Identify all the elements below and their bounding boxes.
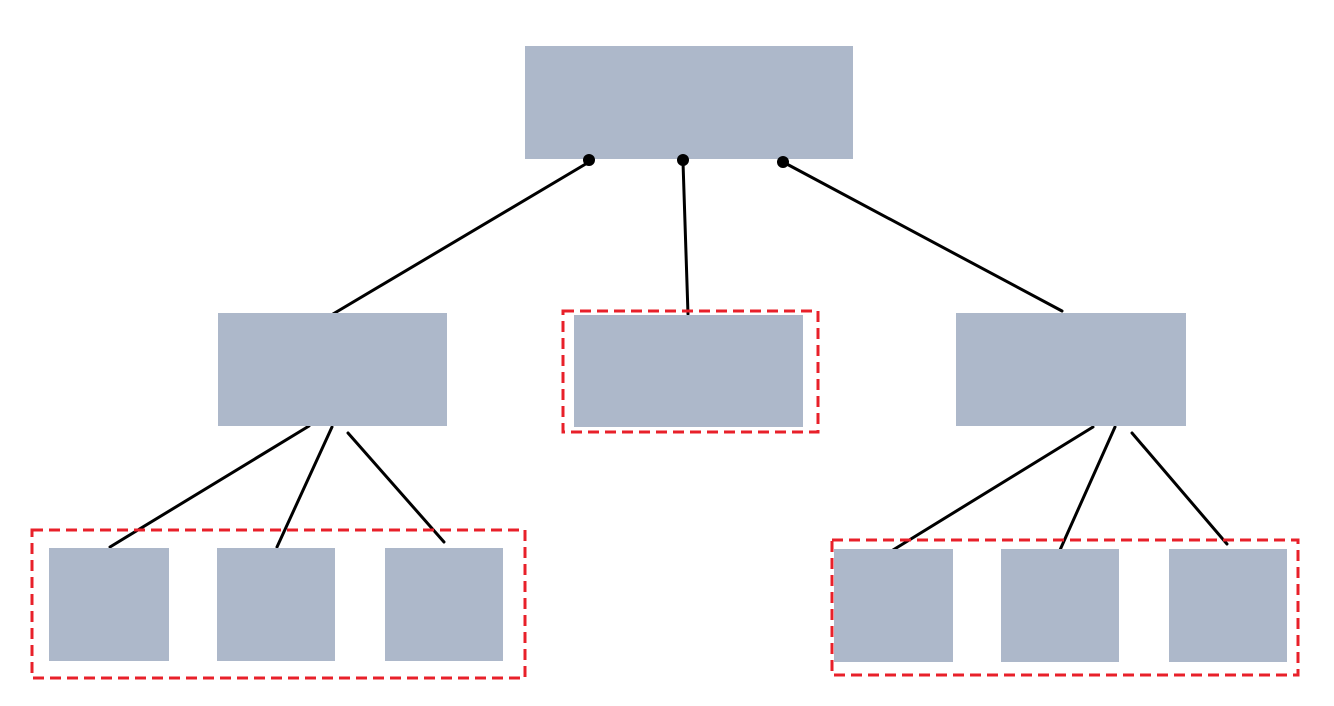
nodes-layer (49, 46, 1287, 662)
anchor-dot-2 (677, 154, 689, 166)
edge-right-child-to-right-leaf-1 (891, 425, 1095, 552)
node-left-child (218, 313, 447, 426)
node-right-leaf-2 (1001, 549, 1119, 662)
node-left-leaf-2 (217, 548, 335, 661)
highlight-middle-child-group (561, 309, 820, 434)
node-left-leaf-3 (385, 548, 503, 661)
edge-right-child-to-right-leaf-2 (1058, 425, 1117, 552)
node-right-leaf-3 (1169, 549, 1287, 662)
edge-root-to-left-child (331, 160, 591, 316)
node-right-child (956, 313, 1186, 426)
highlight-groups-layer (30, 309, 1300, 680)
edge-left-child-to-left-leaf-3 (346, 431, 446, 544)
highlight-left-leaves-group (30, 528, 527, 680)
node-left-leaf-1 (49, 548, 169, 661)
edge-left-child-to-left-leaf-1 (108, 424, 311, 549)
edge-left-child-to-left-leaf-2 (275, 425, 334, 549)
anchor-dot-1 (583, 154, 595, 166)
anchor-dots-layer (583, 154, 789, 168)
edge-root-to-middle-child (681, 160, 690, 316)
edge-right-child-to-right-leaf-3 (1130, 431, 1229, 546)
edge-root-to-right-child (781, 160, 1064, 313)
node-middle-child (574, 315, 803, 427)
node-right-leaf-1 (834, 549, 953, 662)
node-root (525, 46, 853, 159)
anchor-dot-3 (777, 156, 789, 168)
edges-layer (108, 160, 1229, 552)
highlight-right-leaves-group (830, 538, 1300, 677)
